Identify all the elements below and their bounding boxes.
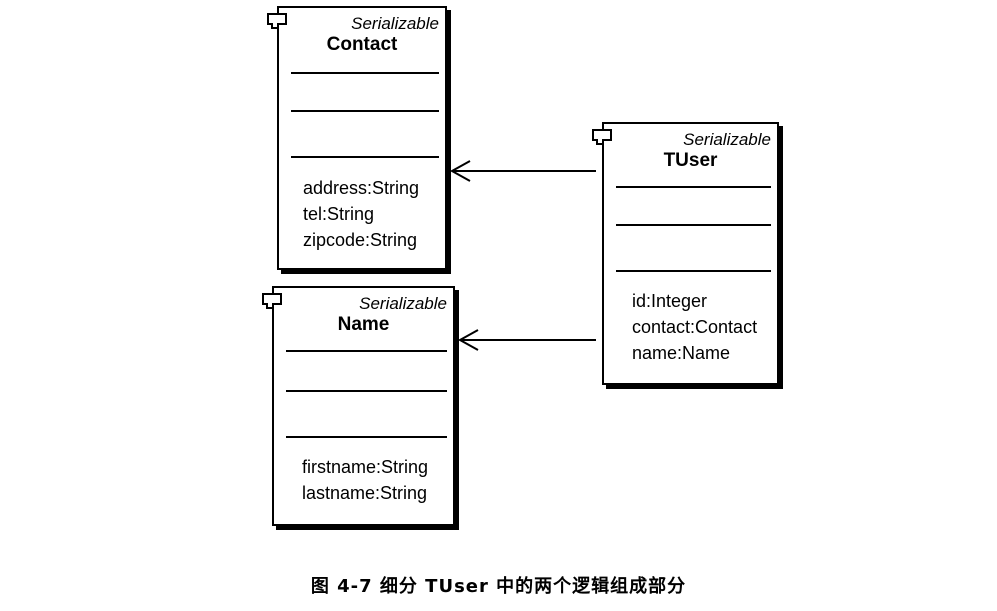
arrow-tuser-to-contact (449, 160, 596, 182)
attribute: name:Name (632, 343, 731, 363)
class-icon (592, 129, 612, 145)
compartment-divider (291, 72, 439, 74)
attribute-list: address:String tel:String zipcode:String (303, 175, 419, 253)
compartment-divider (291, 156, 439, 158)
class-name: Contact (326, 34, 398, 55)
class-icon (267, 13, 287, 29)
class-box-name: Serializable Name firstname:String lastn… (262, 286, 455, 526)
stereotype-label: Serializable (683, 130, 771, 149)
compartment-divider (616, 186, 771, 188)
compartment-divider (286, 436, 447, 438)
attribute-list: id:Integer contact:Contact name:Name (632, 288, 757, 366)
class-name: Name (337, 314, 390, 335)
attribute: firstname:String (302, 457, 429, 477)
compartment-divider (286, 390, 447, 392)
compartment-divider (616, 270, 771, 272)
compartment-divider (616, 224, 771, 226)
stereotype-label: Serializable (359, 294, 447, 313)
attribute: tel:String (303, 204, 375, 224)
attribute: address:String (303, 178, 420, 198)
class-icon (262, 293, 282, 309)
attribute: contact:Contact (632, 317, 758, 337)
class-box-contact: Serializable Contact address:String tel:… (267, 6, 447, 270)
class-box-tuser: Serializable TUser id:Integer contact:Co… (592, 122, 779, 385)
arrow-tuser-to-name (457, 329, 596, 351)
stereotype-label: Serializable (351, 14, 439, 33)
class-name: TUser (663, 150, 718, 171)
attribute-list: firstname:String lastname:String (302, 454, 428, 506)
attribute: lastname:String (302, 483, 428, 503)
compartment-divider (286, 350, 447, 352)
figure-caption: 图 4-7 细分 TUser 中的两个逻辑组成部分 (310, 576, 687, 597)
attribute: zipcode:String (303, 230, 418, 250)
compartment-divider (291, 110, 439, 112)
attribute: id:Integer (632, 291, 708, 311)
